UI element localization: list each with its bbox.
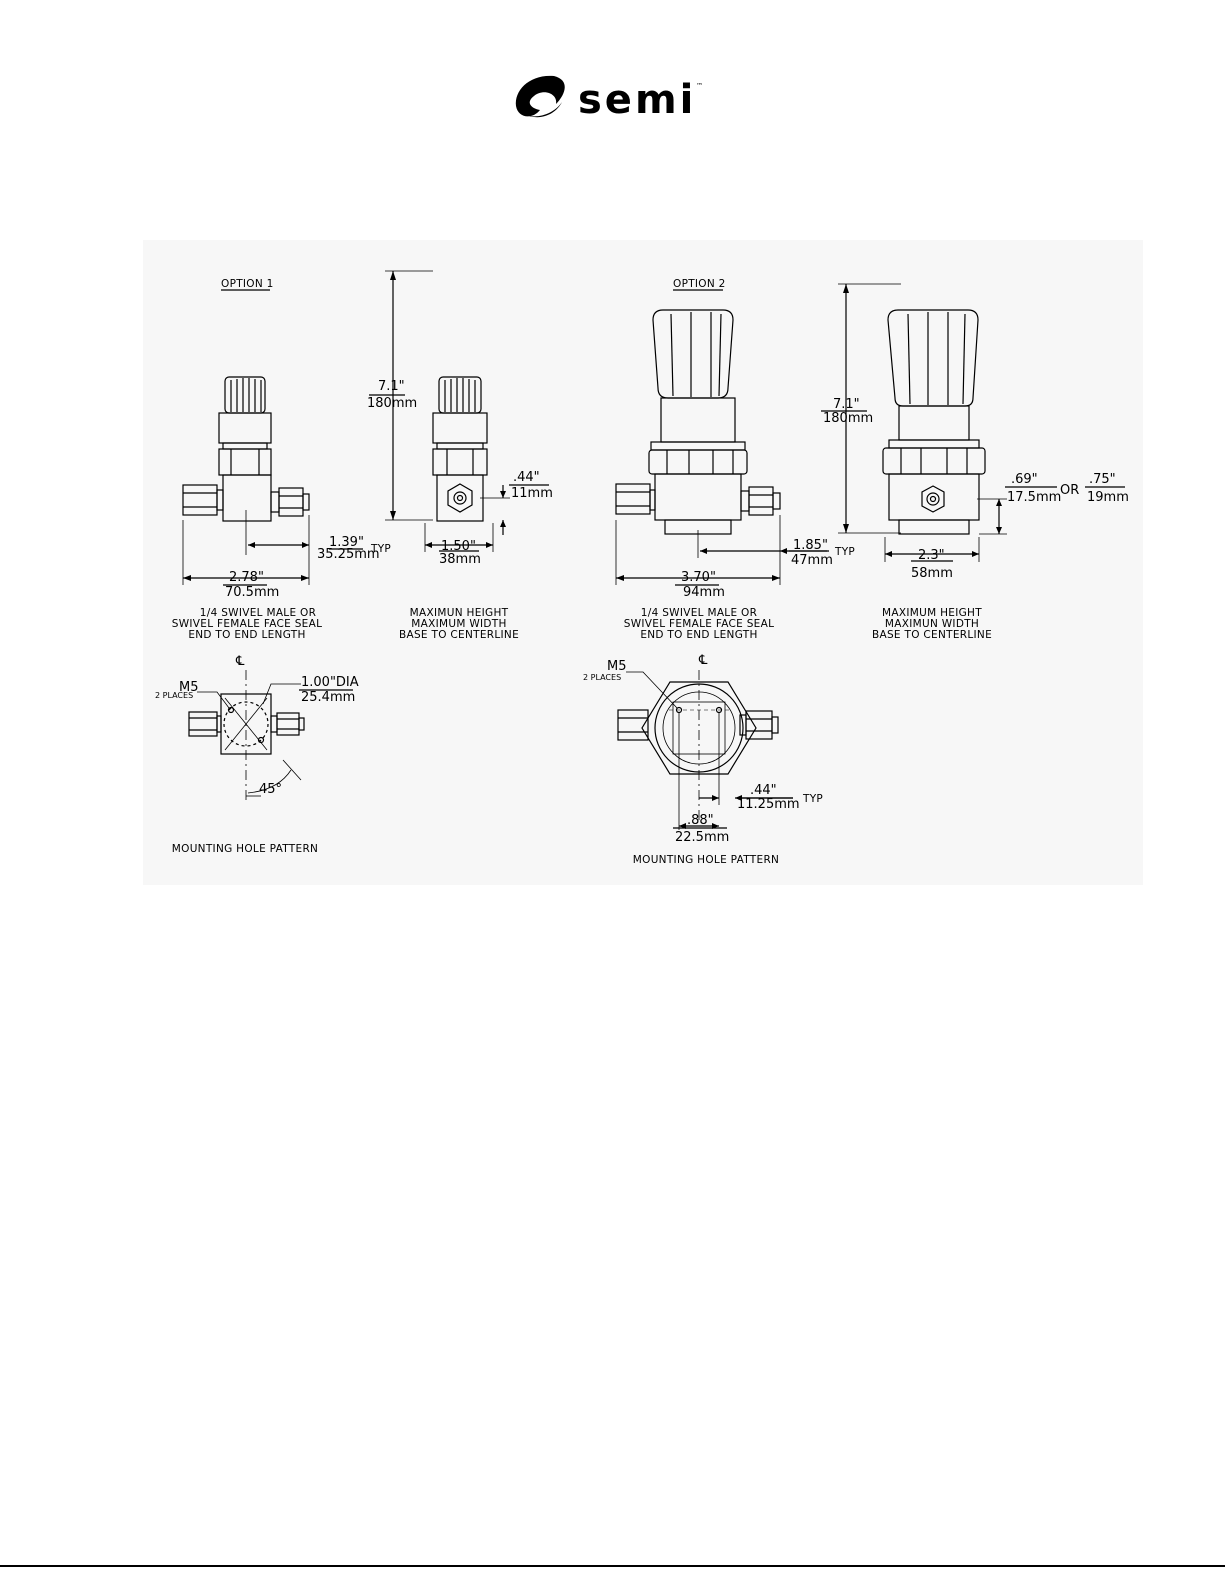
option2-front-caption-1: MAXIMUM HEIGHT <box>882 607 982 619</box>
option1-heading: OPTION 1 <box>221 278 274 290</box>
option2-places-label: 2 PLACES <box>583 673 621 682</box>
option2-front-caption-2: MAXIMUN WIDTH <box>885 618 979 630</box>
option2-len-in: 3.70" <box>681 570 716 585</box>
option1-w-mm: 38mm <box>439 552 481 567</box>
option1-places-label: 2 PLACES <box>155 691 193 700</box>
option1-side-caption-2: SWIVEL FEMALE FACE SEAL <box>172 618 323 630</box>
option1-dia-mm: 25.4mm <box>301 690 355 705</box>
option2-cl-b-mm: 19mm <box>1087 490 1129 505</box>
page-bottom-rule <box>0 1565 1225 1567</box>
option2-typ-mm: 47mm <box>791 553 833 568</box>
option1-cl-in: .44" <box>513 470 540 485</box>
option2-hole-label: M5 <box>607 659 627 674</box>
option2-typ-label: TYP <box>834 546 855 558</box>
option2-side-caption-1: 1/4 SWIVEL MALE OR <box>641 607 757 619</box>
option2-sp-mm: 22.5mm <box>675 830 729 845</box>
option2-sp-in: .88" <box>687 813 714 828</box>
semi-wordmark: semi <box>578 77 696 123</box>
option1-height-mm: 180mm <box>367 396 417 411</box>
option2-len-mm: 94mm <box>683 585 725 600</box>
option2-cl-a-in: .69" <box>1011 472 1038 487</box>
semi-logo-mark: semi ™ <box>515 75 703 123</box>
option2-mount-caption: MOUNTING HOLE PATTERN <box>633 854 779 866</box>
option2-front-view: 7.1" 180mm .69" 17.5mm OR .75" 19mm 2.3" <box>821 283 1129 641</box>
option2-mounting-pattern: ℄ M5 2 PLACES .44" 11.25mm TYP .88" <box>583 653 823 866</box>
option2-side-caption-2: SWIVEL FEMALE FACE SEAL <box>624 618 775 630</box>
option2-height-mm: 180mm <box>823 411 873 426</box>
option2-w-in: 2.3" <box>918 548 945 563</box>
option2-w-mm: 58mm <box>911 566 953 581</box>
option1-side-caption-1: 1/4 SWIVEL MALE OR <box>200 607 316 619</box>
option2-height-in: 7.1" <box>833 397 860 412</box>
option1-front-caption-2: MAXIMUM WIDTH <box>411 618 506 630</box>
option1-mount-caption: MOUNTING HOLE PATTERN <box>172 843 318 855</box>
option2-heading: OPTION 2 <box>673 278 726 290</box>
trademark-symbol: ™ <box>696 82 703 90</box>
option1-dia-in: 1.00"DIA <box>301 675 359 690</box>
option2-cl-a-mm: 17.5mm <box>1007 490 1061 505</box>
option1-hole-label: M5 <box>179 680 199 695</box>
option1-front-caption-1: MAXIMUN HEIGHT <box>410 607 509 619</box>
option2-typ-in: 1.85" <box>793 538 828 553</box>
option2-off-typ: TYP <box>802 793 823 805</box>
option2-cl-symbol: ℄ <box>698 653 708 668</box>
option1-front-caption-3: BASE TO CENTERLINE <box>399 629 519 641</box>
semi-logo: semi ™ <box>510 68 710 124</box>
option2-cl-b-in: .75" <box>1089 472 1116 487</box>
option1-len-in: 2.78" <box>229 570 264 585</box>
option2-front-caption-3: BASE TO CENTERLINE <box>872 629 992 641</box>
option2-off-mm: 11.25mm <box>737 797 800 812</box>
option2-off-in: .44" <box>750 783 777 798</box>
option1-len-mm: 70.5mm <box>225 585 279 600</box>
option1-typ-label: TYP <box>370 543 391 555</box>
option1-side-view: OPTION 1 1.39" 35.25mm TYP 2.78" 70 <box>172 278 391 641</box>
option1-typ-in: 1.39" <box>329 535 364 550</box>
option1-w-in: 1.50" <box>441 539 476 554</box>
option1-height-in: 7.1" <box>378 379 405 394</box>
option1-typ-mm: 35.25mm <box>317 547 380 562</box>
option1-front-view: 7.1" 180mm .44" 11mm 1.50" 38mm MAXIMUN … <box>367 270 553 641</box>
option2-side-view: OPTION 2 1.85" 47mm TYP 3.70" <box>615 278 855 641</box>
option1-cl-symbol: ℄ <box>235 654 245 669</box>
option2-side-caption-3: END TO END LENGTH <box>640 629 757 641</box>
option1-side-caption-3: END TO END LENGTH <box>188 629 305 641</box>
option1-angle-label: 45° <box>259 782 282 797</box>
option2-or-label: OR <box>1060 483 1079 498</box>
option1-cl-mm: 11mm <box>511 486 553 501</box>
technical-drawing: OPTION 1 1.39" 35.25mm TYP 2.78" 70 <box>143 240 1143 885</box>
option1-mounting-pattern: ℄ M5 2 PLACES 1.00"DIA 25.4mm 45° MOUNTI… <box>155 654 359 855</box>
